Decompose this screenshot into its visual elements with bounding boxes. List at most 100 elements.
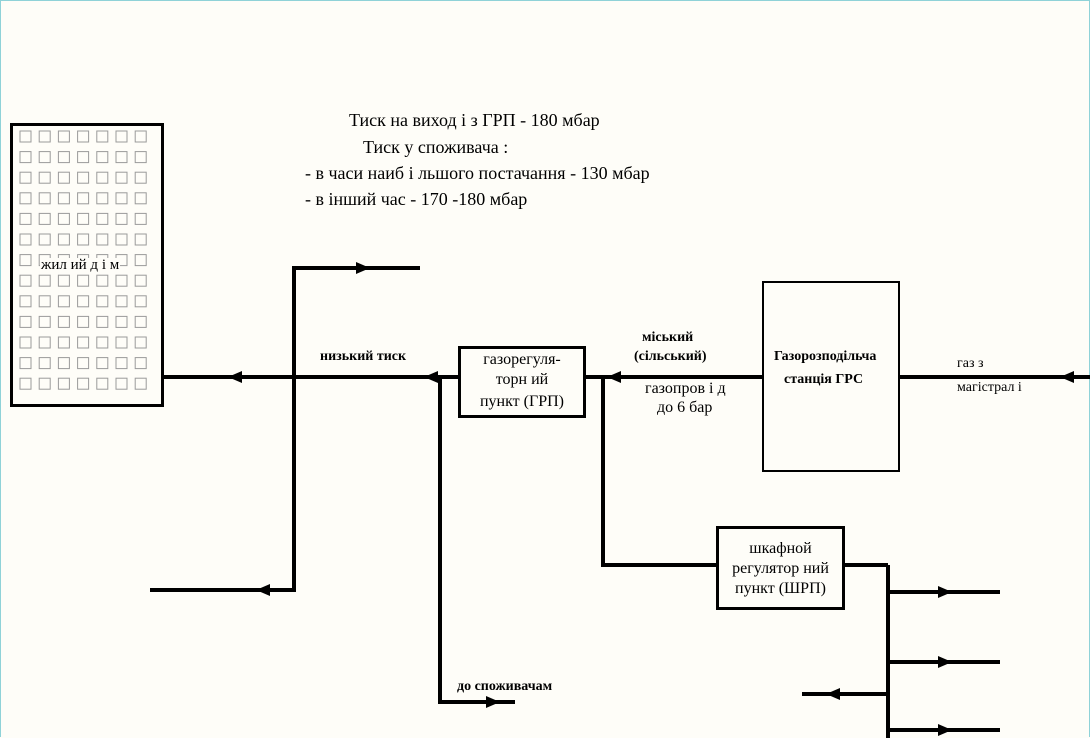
window bbox=[57, 377, 70, 390]
arrow-left-icon bbox=[256, 584, 270, 596]
window bbox=[96, 151, 109, 164]
info-line-4: - в інший час - 170 -180 мбар bbox=[305, 189, 528, 209]
window bbox=[57, 151, 70, 164]
window bbox=[134, 233, 147, 246]
window bbox=[57, 295, 70, 308]
shrp-label-3: пункт (ШРП) bbox=[735, 580, 826, 597]
window bbox=[19, 295, 32, 308]
info-line-1: Тиск на виход і з ГРП - 180 мбар bbox=[349, 110, 600, 130]
window bbox=[38, 130, 51, 143]
window bbox=[134, 274, 147, 287]
window bbox=[38, 233, 51, 246]
window bbox=[38, 336, 51, 349]
window bbox=[77, 233, 90, 246]
line-lower-left-branch bbox=[150, 377, 296, 592]
window bbox=[57, 212, 70, 225]
info-line-3: - в часи наиб і льшого постачання - 130 … bbox=[305, 163, 650, 183]
window bbox=[19, 192, 32, 205]
arrow-right-icon bbox=[938, 586, 952, 598]
city-label-2: (сільський) bbox=[634, 349, 707, 364]
window bbox=[96, 192, 109, 205]
window bbox=[77, 130, 90, 143]
grp-label-2: торн ий bbox=[495, 371, 549, 388]
window bbox=[115, 274, 128, 287]
city-label-1: міський bbox=[642, 330, 694, 345]
window bbox=[77, 212, 90, 225]
window bbox=[19, 212, 32, 225]
window bbox=[19, 171, 32, 184]
window bbox=[77, 336, 90, 349]
window bbox=[57, 274, 70, 287]
building-windows bbox=[19, 130, 147, 390]
window bbox=[38, 295, 51, 308]
window bbox=[77, 377, 90, 390]
window bbox=[134, 130, 147, 143]
window bbox=[57, 233, 70, 246]
window bbox=[19, 315, 32, 328]
pipe-label-2: до 6 бар bbox=[657, 399, 713, 416]
arrow-left-icon bbox=[607, 371, 621, 383]
window bbox=[19, 254, 32, 267]
window bbox=[134, 192, 147, 205]
window bbox=[38, 171, 51, 184]
arrow-right-icon bbox=[938, 724, 952, 736]
line-to-consumers bbox=[438, 377, 515, 704]
window bbox=[115, 130, 128, 143]
window bbox=[38, 151, 51, 164]
window bbox=[96, 336, 109, 349]
window bbox=[115, 233, 128, 246]
low-pressure-label: низький тиск bbox=[320, 349, 407, 364]
window bbox=[115, 171, 128, 184]
window bbox=[57, 130, 70, 143]
window bbox=[96, 130, 109, 143]
window bbox=[19, 130, 32, 143]
window bbox=[115, 315, 128, 328]
arrow-right-icon bbox=[356, 262, 370, 274]
window bbox=[134, 171, 147, 184]
window bbox=[57, 336, 70, 349]
window bbox=[134, 336, 147, 349]
shrp-label-2: регулятор ний bbox=[732, 560, 829, 577]
window bbox=[77, 171, 90, 184]
shrp-label-1: шкафной bbox=[749, 540, 812, 557]
residential-building bbox=[10, 123, 164, 407]
window bbox=[38, 357, 51, 370]
window bbox=[77, 295, 90, 308]
main-label-1: газ з bbox=[957, 356, 984, 371]
shrp-box: шкафной регулятор ний пункт (ШРП) bbox=[716, 526, 845, 610]
grp-box: газорегуля- торн ий пункт (ГРП) bbox=[458, 346, 586, 418]
info-line-2: Тиск у споживача : bbox=[363, 137, 509, 157]
window bbox=[19, 233, 32, 246]
window bbox=[57, 192, 70, 205]
pipe-label-1: газопров і д bbox=[645, 380, 726, 397]
window bbox=[77, 151, 90, 164]
window bbox=[19, 336, 32, 349]
window bbox=[115, 377, 128, 390]
line-upper-branch bbox=[292, 266, 420, 377]
window bbox=[96, 274, 109, 287]
arrow-left-icon bbox=[826, 688, 840, 700]
window bbox=[115, 212, 128, 225]
window bbox=[38, 212, 51, 225]
window bbox=[57, 315, 70, 328]
line-to-shrp bbox=[601, 377, 716, 567]
arrow-right-icon bbox=[938, 656, 952, 668]
window bbox=[96, 295, 109, 308]
window bbox=[38, 377, 51, 390]
window bbox=[77, 274, 90, 287]
window bbox=[77, 315, 90, 328]
arrow-left-icon bbox=[228, 371, 242, 383]
window bbox=[134, 212, 147, 225]
window bbox=[38, 192, 51, 205]
window bbox=[134, 151, 147, 164]
main-label-2: магістрал і bbox=[957, 380, 1022, 395]
window bbox=[96, 377, 109, 390]
arrow-left-icon bbox=[1060, 371, 1074, 383]
window bbox=[96, 171, 109, 184]
window bbox=[57, 357, 70, 370]
window bbox=[77, 192, 90, 205]
window bbox=[134, 357, 147, 370]
window bbox=[115, 192, 128, 205]
